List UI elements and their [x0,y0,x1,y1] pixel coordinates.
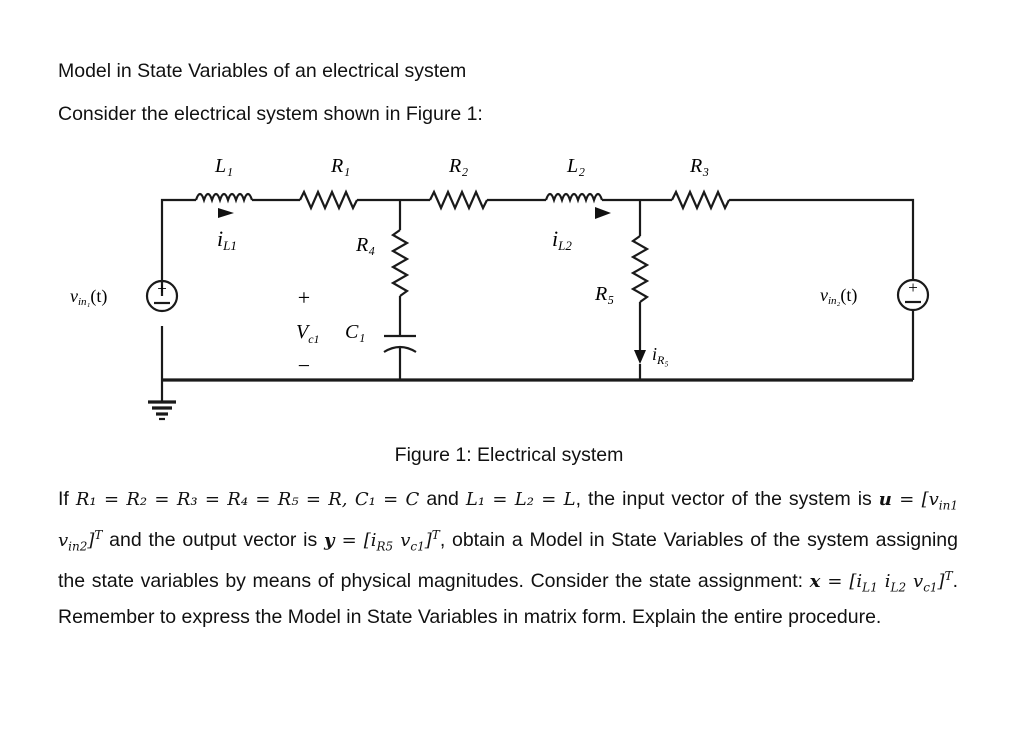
resistor-R4 [390,229,410,297]
para-text: , obtain a Model in State Variables of t… [58,529,958,593]
doc-intro: Consider the electrical system shown in … [58,103,483,125]
label-iL2: iL2 [552,226,572,253]
doc-title: Model in State Variables of an electrica… [58,60,467,82]
figure-caption: Figure 1: Electrical system [394,444,624,466]
label-L2: L₂ [566,155,585,177]
para-math: x [809,571,821,593]
para-math: = [vin1 vin2]T [58,489,958,554]
ground-icon [148,400,176,421]
para-text: . Remember to express the Model in State… [58,570,959,629]
para-text: and the output vector is [102,529,325,552]
para-text: and [419,488,466,510]
resistor-R3 [671,189,730,211]
label-vc1: Vc1 [296,321,320,346]
arrow-iL1 [218,208,234,218]
voltage-source-vin1 [145,279,179,313]
para-math: = [iL1 iL2 vc1]T [820,569,953,595]
label-R2: R₂ [448,155,468,177]
circuit-figure: + + L₁ R₁ R₂ L₂ R₃ R₄ R₅ iL1 iL2 iR₅ + V… [70,155,930,421]
para-math: y [324,530,335,552]
para-math: u [878,489,892,510]
problem-statement: If R₁ = R₂ = R₃ = R₄ = R₅ = R, C₁ = C an… [58,485,958,633]
voltage-source-vin2 [896,278,930,312]
label-iR5: iR₅ [652,344,669,367]
para-text: If [58,488,76,510]
resistor-R5 [630,235,650,303]
arrow-iL2 [595,207,611,219]
para-math: L₁ = L₂ = L [465,489,576,510]
vc1-minus: − [298,353,310,378]
inductor-L1 [194,192,254,204]
para-text: , the input vector of the system is [575,488,879,510]
inductor-L2 [544,192,604,204]
resistor-R2 [429,189,488,211]
vin1-plus: + [157,279,167,298]
resistor-R1 [299,189,358,211]
para-math: = [iR5 vc1]T [334,528,440,554]
vc1-plus: + [298,285,310,310]
label-R1: R₁ [330,155,350,177]
label-L1: L₁ [214,155,233,177]
arrow-iR5 [634,350,646,364]
label-R5: R₅ [594,283,614,305]
label-R4: R₄ [355,234,375,256]
label-vin1: vin₁(t) [70,286,107,308]
label-C1: C₁ [345,321,365,343]
label-R3: R₃ [689,155,709,177]
label-vin2: vin₂(t) [820,285,857,307]
para-math: R₁ = R₂ = R₃ = R₄ = R₅ = R, C₁ = C [75,489,420,510]
label-iL1: iL1 [217,226,237,253]
vin2-plus: + [908,278,918,297]
